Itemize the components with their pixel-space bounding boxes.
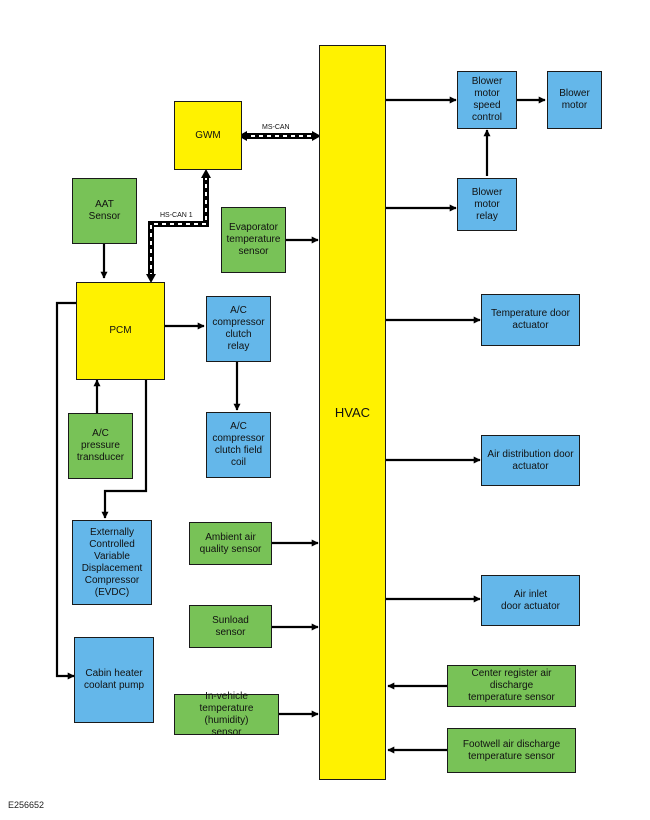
air-inlet-door-actuator: Air inlet door actuator	[481, 575, 580, 626]
hvac-module: HVAC	[319, 45, 386, 780]
invehicle-sensor-label: In-vehicle temperature (humidity) sensor	[199, 690, 254, 738]
aat-sensor-label: AAT Sensor	[88, 199, 121, 222]
center-register-label: Center register air discharge temperatur…	[468, 668, 555, 703]
pcm-label: PCM	[109, 325, 132, 336]
temperature-door-actuator: Temperature door actuator	[481, 294, 580, 346]
air-distribution-door-actuator: Air distribution door actuator	[481, 435, 580, 486]
aat-sensor: AAT Sensor	[72, 178, 137, 244]
hvac-label: HVAC	[334, 404, 371, 420]
blower-motor-label: Blower motor	[559, 88, 590, 111]
figure-id: E256652	[8, 800, 45, 810]
center-register-air-discharge-sensor: Center register air discharge temperatur…	[447, 665, 576, 707]
ac-pressure-transducer: A/C pressure transducer	[68, 413, 133, 479]
temp-door-label: Temperature door actuator	[491, 308, 570, 331]
ac-coil-label: A/C compressor clutch field coil	[212, 421, 265, 468]
air-inlet-label: Air inlet door actuator	[501, 588, 560, 612]
ambient-sensor-label: Ambient air quality sensor	[199, 531, 262, 555]
hs-can-bus	[148, 175, 209, 277]
blower-relay-label: Blower motor relay	[471, 186, 503, 222]
pcm-module: PCM	[76, 282, 165, 380]
gwm-label: GWM	[195, 129, 221, 141]
blower-control-label: Blower motor speed control	[471, 76, 503, 123]
gwm-module: GWM	[174, 101, 242, 170]
blower-motor-speed-control: Blower motor speed control	[457, 71, 517, 129]
ambient-air-quality-sensor: Ambient air quality sensor	[189, 522, 272, 565]
coolant-pump-label: Cabin heater coolant pump	[83, 668, 145, 691]
evdc-compressor: Externally Controlled Variable Displacem…	[72, 520, 152, 605]
sunload-sensor-label: Sunload sensor	[212, 614, 249, 638]
ac-relay-label: A/C compressor clutch relay	[212, 305, 265, 352]
air-dist-label: Air distribution door actuator	[487, 448, 574, 472]
pressure-transducer-label: A/C pressure transducer	[76, 428, 125, 463]
sunload-sensor: Sunload sensor	[189, 605, 272, 648]
cabin-heater-coolant-pump: Cabin heater coolant pump	[74, 637, 154, 723]
ms-can-label: MS-CAN	[262, 124, 290, 131]
in-vehicle-temperature-sensor: In-vehicle temperature (humidity) sensor	[174, 691, 279, 738]
evaporator-sensor-label: Evaporator temperature sensor	[226, 222, 281, 257]
ac-compressor-clutch-relay: A/C compressor clutch relay	[206, 296, 271, 362]
blower-motor-relay: Blower motor relay	[457, 178, 517, 231]
hs-can-label: HS-CAN 1	[160, 212, 193, 219]
footwell-label: Footwell air discharge temperature senso…	[462, 738, 561, 762]
arrow-pcm-evdc	[101, 380, 148, 519]
blower-motor: Blower motor	[547, 71, 602, 129]
footwell-air-discharge-sensor: Footwell air discharge temperature senso…	[447, 728, 576, 773]
arrow-pcm-coolant-pump	[55, 301, 76, 680]
evdc-label: Externally Controlled Variable Displacem…	[81, 526, 143, 598]
ac-compressor-clutch-field-coil: A/C compressor clutch field coil	[206, 412, 271, 478]
evaporator-temperature-sensor: Evaporator temperature sensor	[221, 207, 286, 273]
